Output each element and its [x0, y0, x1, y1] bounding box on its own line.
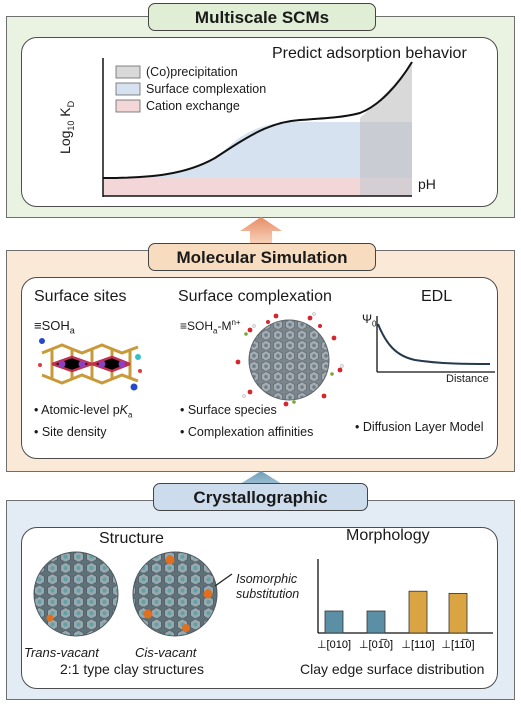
edge-bar-2	[408, 590, 428, 634]
surface-site-molecule	[38, 338, 142, 391]
log-kd-label: Log10 KD	[57, 100, 76, 154]
edge-distribution-caption: Clay edge surface distribution	[300, 661, 485, 677]
edl-potential-plot	[376, 316, 495, 373]
morphology-heading: Morphology	[346, 527, 430, 544]
precip-surface-overlap	[360, 122, 412, 178]
crystallographic-panel	[6, 500, 515, 700]
diffusion-layer-bullet: • Diffusion Layer Model	[355, 420, 484, 434]
predict-heading: Predict adsorption behavior	[272, 45, 467, 62]
surface-complex-cluster	[235, 312, 344, 407]
complexation-affinities-bullet: • Complexation affinities	[180, 425, 314, 439]
edge-bar-1	[366, 610, 386, 634]
kd-curve	[102, 61, 413, 179]
legend-precip: (Co)precipitation	[146, 65, 238, 79]
edl-heading: EDL	[421, 288, 453, 305]
legend-swatch-complex	[115, 82, 141, 96]
legend-swatch-precip	[115, 65, 141, 79]
edge-bar-label-2: ⊥[110]	[401, 639, 434, 651]
legend-cation: Cation exchange	[146, 99, 240, 113]
edge-bar-label-0: ⊥[010]	[317, 639, 351, 651]
site-density-bullet: • Site density	[34, 425, 107, 439]
psi0-label: Ψ0	[362, 312, 377, 329]
crystallographic-title: Crystallographic	[153, 483, 368, 511]
soh-formula: ≡SOHa	[34, 318, 75, 336]
upward-arrow-1	[240, 217, 282, 250]
edge-bar-label-3: ⊥[11̅0]	[441, 639, 474, 651]
cis-vacant-label: Cis-vacant	[135, 645, 197, 660]
edge-bar-0	[324, 610, 344, 634]
adsorption-plot	[102, 58, 413, 197]
edge-bar-3	[448, 593, 468, 634]
cation-exchange-region	[103, 178, 412, 196]
co-precipitation-region	[360, 62, 412, 122]
edge-surface-bar-chart: ⊥[010] ⊥[01̅0] ⊥[110] ⊥[11̅0]	[317, 559, 493, 651]
legend-swatch-cation	[115, 99, 141, 113]
surface-sites-heading: Surface sites	[34, 288, 127, 305]
structure-heading: Structure	[99, 530, 164, 547]
distance-label: Distance	[446, 373, 489, 385]
precip-cation-overlap	[360, 178, 412, 196]
multiscale-scm-title: Multiscale SCMs	[148, 3, 376, 31]
edge-bar-label-1: ⊥[01̅0]	[359, 639, 393, 651]
surface-complexation-region	[103, 122, 412, 178]
ph-label: pH	[418, 176, 436, 192]
trans-vacant-label: Trans-vacant	[24, 645, 99, 660]
soh-m-formula: ≡SOHa-Mn+	[180, 318, 241, 336]
legend-complex: Surface complexation	[146, 82, 267, 96]
clay-structures-caption: 2:1 type clay structures	[60, 661, 204, 677]
surface-species-bullet: • Surface species	[180, 403, 277, 417]
clay-structures-illustration	[33, 551, 233, 637]
surface-complexation-heading: Surface complexation	[178, 288, 332, 305]
pka-bullet: • Atomic-level pKa	[34, 403, 133, 420]
molecular-simulation-title: Molecular Simulation	[148, 243, 376, 271]
